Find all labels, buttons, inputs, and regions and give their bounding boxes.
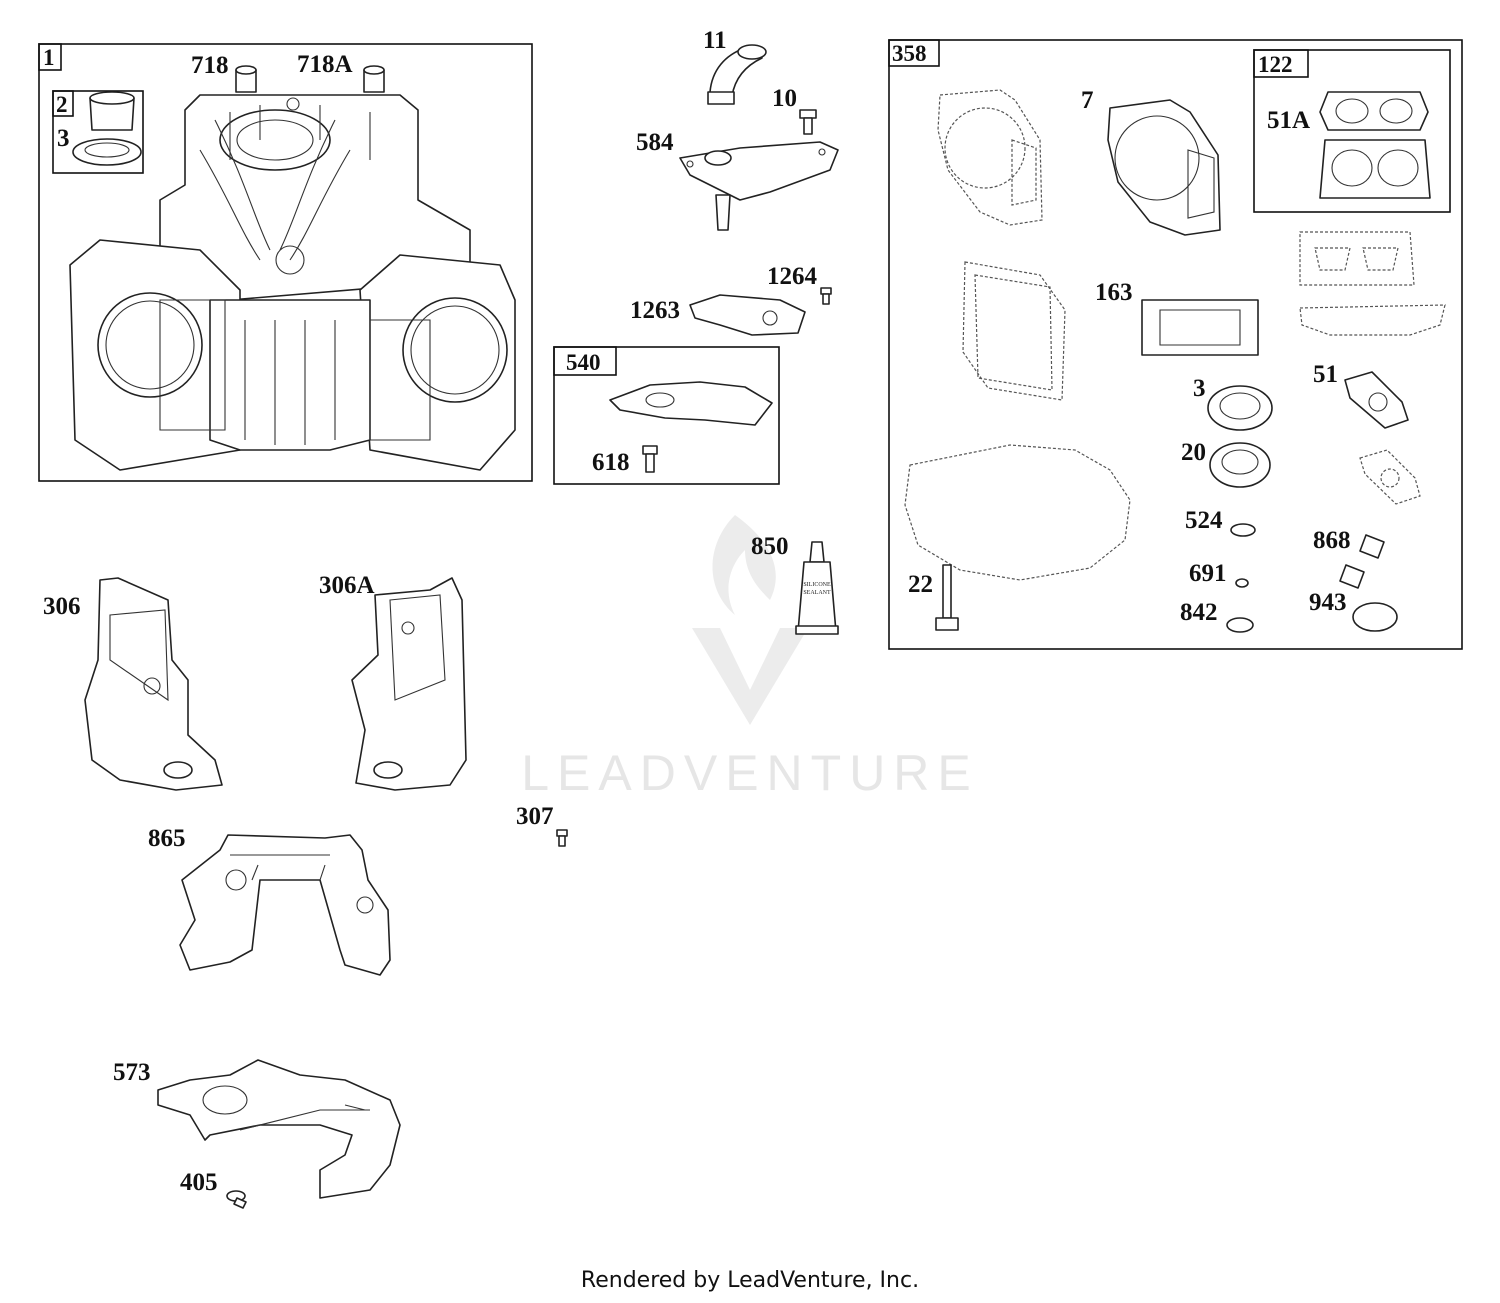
part-screw-307 (556, 829, 568, 847)
box-1-frame (38, 43, 533, 482)
callout-1264: 1264 (767, 263, 818, 290)
callout-51a: 51A (1267, 107, 1310, 134)
part-gasket-51 (1344, 371, 1409, 429)
callout-865: 865 (148, 825, 186, 852)
part-head-gasket-7 (1107, 99, 1221, 236)
part-screw-618 (642, 445, 658, 473)
part-intake-gasket-51a-bottom (1319, 139, 1431, 199)
part-head-gasket-dashed (937, 89, 1043, 226)
part-shroud-865 (179, 834, 391, 976)
part-bracket-1263 (689, 294, 806, 336)
part-intake-gasket-51a-top (1319, 91, 1429, 131)
box-122-tag (1253, 49, 1309, 78)
box-358-frame (888, 39, 1463, 650)
part-shroud-306 (84, 577, 223, 791)
watermark-flame-icon (712, 515, 776, 615)
box-2-frame (52, 90, 144, 174)
part-shroud-306a (351, 577, 467, 791)
part-bolt-22 (935, 564, 959, 631)
tube-label-line1: SILICONE (803, 582, 831, 588)
box-358-label: 358 (892, 41, 927, 66)
callout-842: 842 (1180, 599, 1218, 626)
callout-618: 618 (592, 449, 630, 476)
callout-850: 850 (751, 533, 789, 560)
callout-20: 20 (1181, 439, 1206, 466)
box-540-frame (553, 346, 780, 485)
callout-3-left: 3 (57, 125, 70, 152)
part-oring-943 (1352, 602, 1398, 632)
callout-22: 22 (908, 571, 933, 598)
part-dowel-718a (363, 65, 385, 93)
tube-label-line2: SEALANT (803, 590, 831, 596)
footer-credit: Rendered by LeadVenture, Inc. (580, 1268, 920, 1293)
part-plate-584 (679, 141, 839, 231)
watermark-text: LEADVENTURE (521, 745, 979, 801)
callout-306a: 306A (319, 572, 375, 599)
callout-691: 691 (1189, 560, 1227, 587)
part-gasket-163 (1141, 299, 1259, 356)
callout-868: 868 (1313, 527, 1351, 554)
part-sealant-tube: SILICONE SEALANT (795, 541, 839, 635)
part-shield-540 (609, 381, 773, 426)
callout-405: 405 (180, 1169, 218, 1196)
part-gasket-51-dashed (1359, 449, 1421, 505)
callout-718a: 718A (297, 51, 353, 78)
box-2-label: 2 (56, 92, 68, 117)
callout-3-right: 3 (1193, 375, 1206, 402)
part-seal-3 (1207, 385, 1273, 431)
callout-7: 7 (1081, 87, 1094, 114)
part-dowel-868-a (1359, 534, 1385, 559)
watermark-v-icon (692, 628, 808, 725)
part-dowel-868-b (1339, 564, 1365, 589)
part-seal-small (72, 138, 142, 166)
part-seal-20 (1209, 442, 1271, 488)
watermark: LEADVENTURE (521, 515, 979, 801)
box-2-tag (52, 90, 74, 117)
part-dowel-718 (235, 65, 257, 93)
box-358-tag (888, 39, 940, 67)
part-screw-405 (226, 1190, 247, 1209)
callout-584: 584 (636, 129, 674, 156)
callout-1263: 1263 (630, 297, 680, 324)
box-540-label: 540 (566, 350, 601, 375)
part-ring-691 (1235, 578, 1249, 588)
part-bushing (89, 91, 135, 131)
callout-524: 524 (1185, 507, 1223, 534)
box-122-label: 122 (1258, 52, 1293, 77)
part-screw-1264 (820, 287, 832, 305)
part-intake-gasket-dashed-1 (1299, 231, 1415, 286)
part-ring-842 (1226, 617, 1254, 633)
box-540-tag (553, 346, 617, 376)
part-valve-cover-gasket-dashed (962, 261, 1066, 401)
part-breather-tube (707, 44, 767, 105)
part-shield-573 (157, 1059, 401, 1199)
callout-51: 51 (1313, 361, 1338, 388)
callout-307: 307 (516, 803, 554, 830)
box-122-frame (1253, 49, 1451, 213)
part-crankcase-gasket-dashed (904, 444, 1131, 581)
callout-306: 306 (43, 593, 81, 620)
part-intake-gasket-dashed-2 (1299, 304, 1446, 336)
callout-943: 943 (1309, 589, 1347, 616)
callout-718: 718 (191, 52, 229, 79)
box-1-label: 1 (43, 45, 55, 70)
part-engine-block (69, 94, 516, 471)
part-screw-10 (799, 109, 817, 135)
callout-10: 10 (772, 85, 797, 112)
callout-11: 11 (703, 27, 727, 54)
callout-573: 573 (113, 1059, 151, 1086)
part-ring-524 (1230, 523, 1256, 537)
callout-163: 163 (1095, 279, 1133, 306)
box-1-tag (38, 43, 62, 71)
